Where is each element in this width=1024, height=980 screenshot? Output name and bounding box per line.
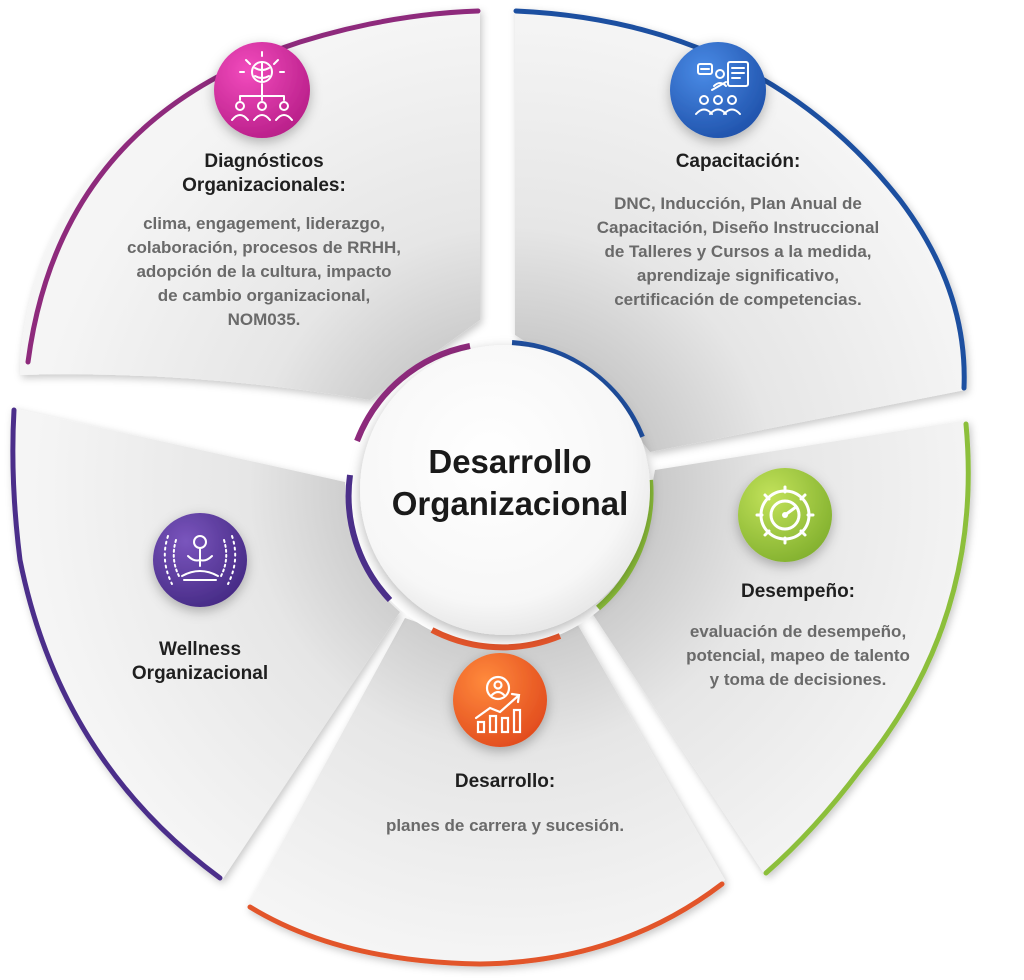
segment-desempeno [590, 420, 971, 876]
diagnosticos-body-line: adopción de la cultura, impacto [136, 262, 392, 281]
capacitacion-body-line: de Talleres y Cursos a la medida, [604, 242, 872, 261]
segment-capacitacion-arc [513, 8, 967, 391]
wellness-label: Wellness Organizacional [80, 638, 320, 686]
desempeno-body-line: evaluación de desempeño, [689, 622, 907, 641]
segment-desarrollo [247, 618, 725, 967]
wellness-title: Wellness Organizacional [80, 638, 320, 686]
diagnosticos-title-line2: Organizacionales: [182, 175, 346, 196]
meditation-icon [153, 513, 247, 607]
performance-gear-icon [738, 468, 832, 562]
center-title: Desarrollo Organizacional [360, 441, 660, 525]
segment-desarrollo-arc [247, 881, 725, 967]
desempeno-title: Desempeño: [740, 581, 856, 602]
diagnosticos-body-line: NOM035. [227, 310, 301, 329]
segment-desempeno-arc [763, 421, 971, 876]
diagnosticos-body: clima, engagement, liderazgo, colaboraci… [68, 212, 460, 332]
desempeno-body: evaluación de desempeño, potencial, mape… [628, 620, 968, 692]
desempeno-body-line: y toma de decisiones. [709, 670, 887, 689]
segment-wellness-arc [10, 407, 223, 881]
desarrollo-title: Desarrollo: [454, 771, 556, 792]
capacitacion-body-line: certificación de competencias. [614, 290, 862, 309]
training-presentation-icon [670, 42, 766, 138]
desarrollo-label: Desarrollo: planes de carrera y sucesión… [320, 770, 690, 838]
desarrollo-body: planes de carrera y sucesión. [320, 814, 690, 838]
diagnosticos-title: Diagnósticos Organizacionales: [68, 150, 460, 198]
capacitacion-body-line: DNC, Inducción, Plan Anual de [614, 194, 862, 213]
segment-wellness [10, 407, 401, 881]
capacitacion-title: Capacitación: [675, 151, 801, 172]
capacitacion-label: Capacitación: DNC, Inducción, Plan Anual… [548, 150, 928, 312]
diagnosticos-body-line: de cambio organizacional, [157, 286, 371, 305]
capacitacion-body-line: Capacitación, Diseño Instruccional [596, 218, 880, 237]
center-title-line1: Desarrollo [428, 443, 592, 480]
diagnosticos-body-line: colaboración, procesos de RRHH, [127, 238, 401, 257]
desempeno-label: Desempeño: evaluación de desempeño, pote… [628, 580, 968, 692]
desempeno-body-line: potencial, mapeo de talento [686, 646, 910, 665]
segment-capacitacion [513, 8, 967, 452]
wellness-title-line1: Wellness [158, 639, 242, 660]
wellness-title-line2: Organizacional [131, 663, 269, 684]
center-title-line2: Organizacional [391, 485, 629, 522]
desarrollo-body-line: planes de carrera y sucesión. [385, 816, 625, 835]
diagnosticos-body-line: clima, engagement, liderazgo, [143, 214, 385, 233]
diagnosticos-title-line1: Diagnósticos [204, 151, 324, 172]
capacitacion-body: DNC, Inducción, Plan Anual de Capacitaci… [548, 192, 928, 312]
diagnosticos-label: Diagnósticos Organizacionales: clima, en… [68, 150, 460, 332]
growth-chart-icon [453, 653, 547, 747]
center-circle [360, 345, 650, 635]
capacitacion-body-line: aprendizaje significativo, [636, 266, 840, 285]
leadership-brain-icon [214, 42, 310, 138]
